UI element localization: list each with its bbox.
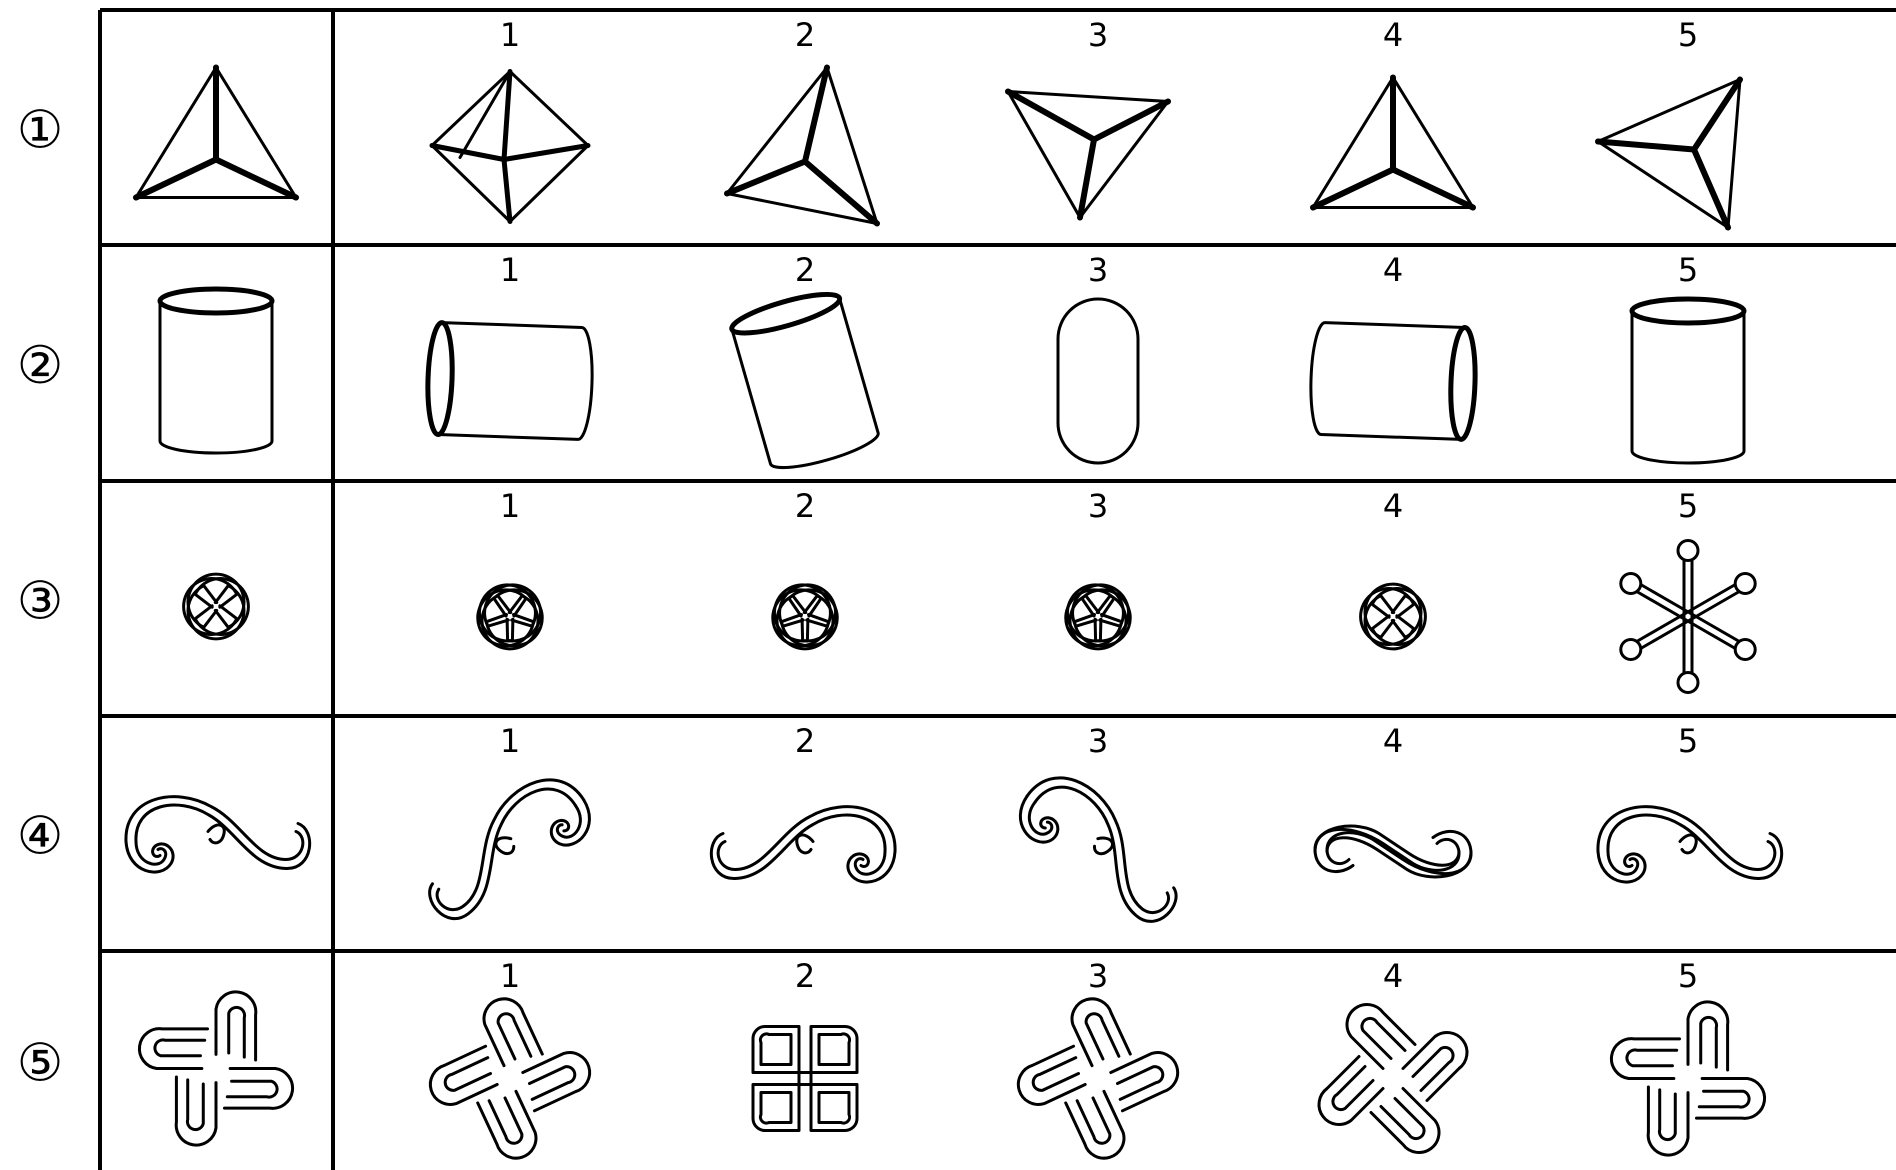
option-number: 3 bbox=[1088, 722, 1108, 760]
interlaced-knot-figure bbox=[111, 964, 320, 1170]
option-number: 1 bbox=[500, 957, 520, 995]
option-number: 4 bbox=[1383, 16, 1403, 54]
option-cell[interactable]: 1 bbox=[426, 251, 594, 440]
option-cell[interactable]: 4 bbox=[1361, 487, 1426, 649]
row-label: ② bbox=[17, 336, 64, 396]
row-3: 1 2 3 4 5 bbox=[184, 487, 1756, 693]
option-cell[interactable]: 5 bbox=[1621, 487, 1755, 693]
interlaced-knot-rotated-figure bbox=[415, 984, 605, 1170]
reference-cell bbox=[126, 797, 310, 872]
tetrahedron-figure bbox=[1313, 78, 1473, 208]
reference-cell bbox=[184, 574, 249, 639]
five-loop-flower-figure bbox=[773, 585, 837, 649]
five-loop-flower-figure bbox=[478, 585, 542, 649]
option-cell[interactable]: 2 bbox=[753, 957, 857, 1131]
option-number: 1 bbox=[500, 16, 520, 54]
option-cell[interactable]: 4 bbox=[1309, 251, 1477, 440]
interlaced-knot-rotated-figure bbox=[1003, 984, 1193, 1170]
row-4: 1 2 3 4 5 bbox=[126, 722, 1782, 933]
option-cell[interactable]: 3 bbox=[1003, 957, 1193, 1170]
row-labels: ① ② ③ ④ ⑤ bbox=[17, 101, 64, 1094]
s-ribbon-figure bbox=[1315, 826, 1471, 877]
option-number: 4 bbox=[1383, 722, 1403, 760]
option-number: 4 bbox=[1383, 251, 1403, 289]
option-number: 2 bbox=[795, 16, 815, 54]
option-number: 4 bbox=[1383, 487, 1403, 525]
cells: 1 2 3 4 5 1 2 3 4 5 1 2 3 4 5 1 2 3 4 5 1 2 3 4 5 bbox=[111, 16, 1792, 1170]
cylinder-tilted-figure bbox=[729, 287, 882, 476]
option-number: 2 bbox=[795, 957, 815, 995]
option-number: 5 bbox=[1678, 957, 1698, 995]
four-loop-flower-figure bbox=[1361, 584, 1426, 649]
interlaced-knot-cross-figure bbox=[1319, 1005, 1467, 1153]
row-label: ④ bbox=[17, 807, 64, 867]
row-label: ⑤ bbox=[17, 1034, 64, 1094]
six-spoke-star-figure bbox=[1621, 541, 1755, 693]
option-number: 3 bbox=[1088, 251, 1108, 289]
option-number: 5 bbox=[1678, 16, 1698, 54]
reference-cell bbox=[111, 964, 320, 1170]
option-cell[interactable]: 3 bbox=[1066, 487, 1130, 649]
option-cell[interactable]: 3 bbox=[1058, 251, 1138, 463]
row-1: 1 2 3 4 5 bbox=[136, 16, 1740, 228]
option-number: 5 bbox=[1678, 251, 1698, 289]
four-loop-flower-figure bbox=[184, 574, 249, 639]
octahedron-figure bbox=[432, 72, 588, 222]
option-cell[interactable]: 1 bbox=[415, 957, 605, 1170]
option-cell[interactable]: 5 bbox=[1583, 957, 1792, 1170]
spiral-scroll-figure bbox=[1598, 807, 1782, 882]
option-cell[interactable]: 5 bbox=[1598, 722, 1782, 882]
spiral-scroll-rotated-figure bbox=[408, 763, 602, 930]
option-cell[interactable]: 2 bbox=[727, 16, 877, 224]
option-number: 2 bbox=[795, 487, 815, 525]
option-number: 2 bbox=[795, 251, 815, 289]
spiral-scroll-drooping-figure bbox=[1008, 761, 1199, 933]
reference-cell bbox=[136, 68, 296, 198]
option-number: 1 bbox=[500, 251, 520, 289]
row-2: 1 2 3 4 5 bbox=[160, 251, 1744, 475]
option-cell[interactable]: 1 bbox=[408, 722, 602, 930]
option-number: 1 bbox=[500, 722, 520, 760]
option-cell[interactable]: 3 bbox=[1008, 16, 1168, 218]
reference-cell bbox=[160, 289, 272, 453]
tetrahedron-rotated-figure bbox=[727, 68, 877, 224]
tetrahedron-inverted-figure bbox=[1008, 92, 1168, 218]
option-cell[interactable]: 4 bbox=[1319, 957, 1467, 1153]
interlaced-knot-figure bbox=[1583, 974, 1792, 1170]
option-cell[interactable]: 1 bbox=[432, 16, 588, 222]
tetrahedron-sideways-figure bbox=[1598, 80, 1740, 228]
option-number: 4 bbox=[1383, 957, 1403, 995]
option-number: 1 bbox=[500, 487, 520, 525]
option-number: 3 bbox=[1088, 957, 1108, 995]
square-lattice-knot-figure bbox=[753, 1027, 857, 1131]
option-cell[interactable]: 1 bbox=[478, 487, 542, 649]
tetrahedron-figure bbox=[136, 68, 296, 198]
cylinder-horizontal-right-figure bbox=[426, 322, 594, 440]
option-cell[interactable]: 5 bbox=[1598, 16, 1740, 228]
option-number: 2 bbox=[795, 722, 815, 760]
spiral-scroll-mirrored-figure bbox=[711, 807, 895, 882]
row-label: ① bbox=[17, 101, 64, 161]
five-loop-flower-figure bbox=[1066, 585, 1130, 649]
option-number: 3 bbox=[1088, 487, 1108, 525]
option-cell[interactable]: 5 bbox=[1632, 251, 1744, 463]
option-number: 5 bbox=[1678, 487, 1698, 525]
option-cell[interactable]: 2 bbox=[773, 487, 837, 649]
option-number: 3 bbox=[1088, 16, 1108, 54]
option-cell[interactable]: 2 bbox=[711, 722, 895, 882]
option-cell[interactable]: 4 bbox=[1315, 722, 1471, 877]
capsule-figure bbox=[1058, 299, 1138, 463]
row-5: 1 2 3 4 5 bbox=[111, 957, 1792, 1170]
option-number: 5 bbox=[1678, 722, 1698, 760]
cylinder-figure bbox=[160, 289, 272, 453]
cylinder-figure bbox=[1632, 299, 1744, 463]
spiral-scroll-figure bbox=[126, 797, 310, 872]
row-label: ③ bbox=[17, 572, 64, 632]
option-cell[interactable]: 3 bbox=[1008, 722, 1199, 933]
option-cell[interactable]: 4 bbox=[1313, 16, 1473, 208]
option-cell[interactable]: 2 bbox=[729, 251, 882, 475]
cylinder-horizontal-left-figure bbox=[1309, 322, 1477, 440]
